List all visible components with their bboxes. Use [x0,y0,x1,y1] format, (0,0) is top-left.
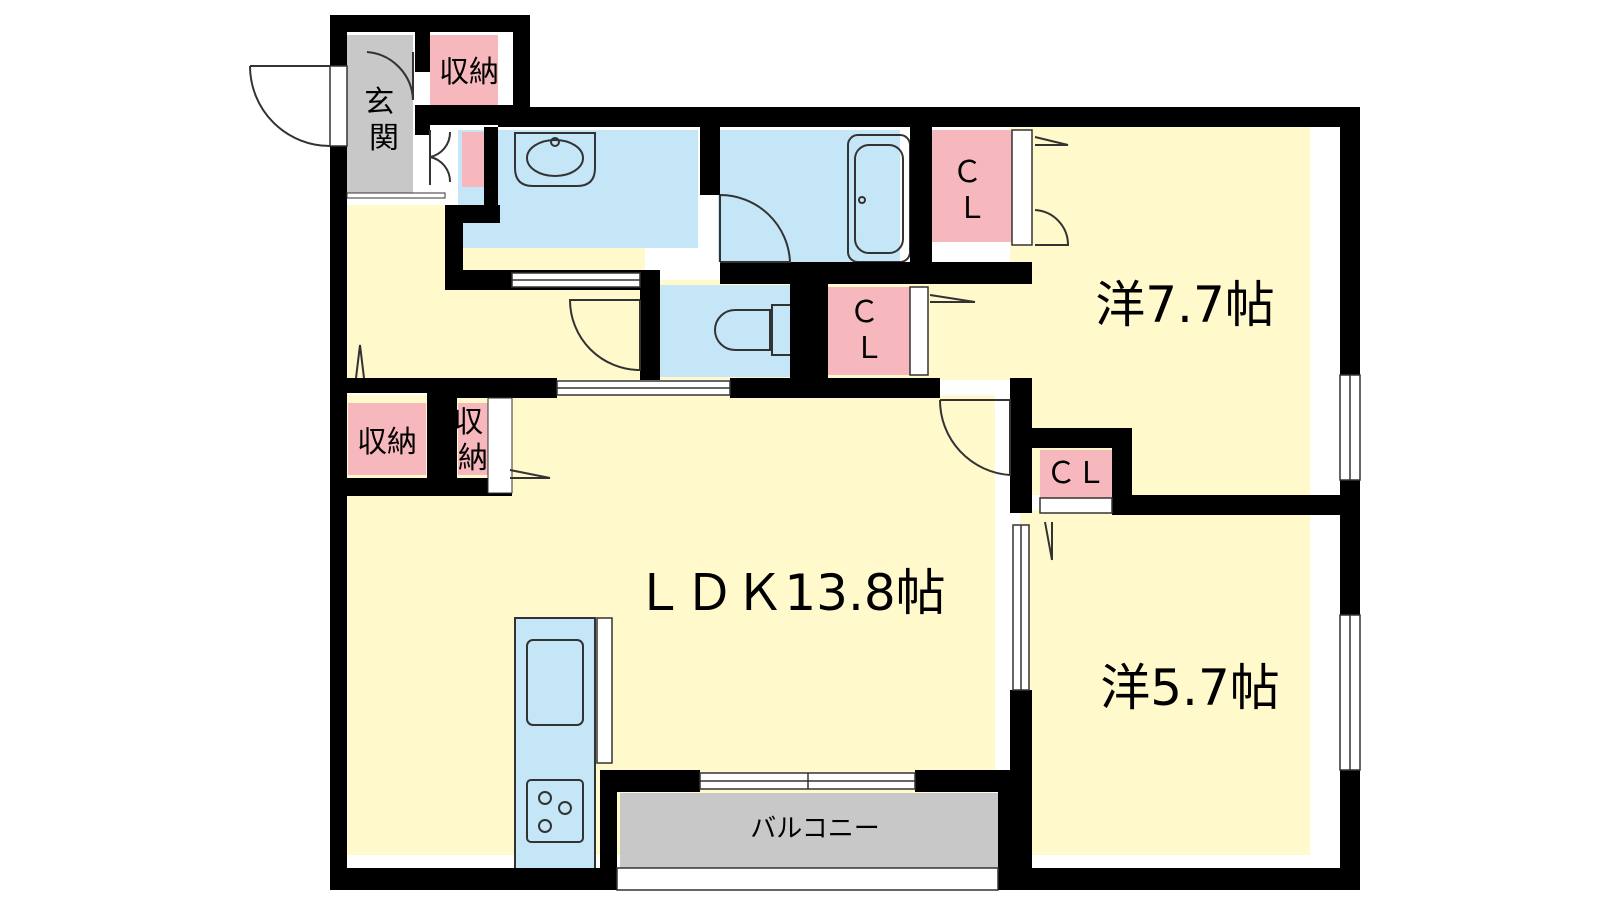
closet-1-line-2: Ｌ [957,191,987,226]
closet-3-label: ＣＬ [1046,456,1106,491]
balcony-floor [620,793,1015,868]
walls [330,15,1360,890]
closet-2-line-1: Ｃ [849,295,879,330]
entrance-storage-label: 収納 [439,55,499,90]
closet-3-floor [1040,450,1112,498]
toilet-icon [714,309,771,351]
closet-1-floor [932,130,1012,242]
closet1-door [1011,129,1033,246]
western-room-1-label: 洋7.7帖 [1095,276,1275,334]
western-room-2-floor [1020,510,1310,855]
hall-storage-2-floor [458,403,488,475]
entrance-label-line-1: 玄 [364,85,394,120]
washbasin-icon [514,132,596,187]
entrance-label: 玄 関 [364,85,404,156]
toilet-floor [655,285,790,377]
toilet-door [568,299,641,372]
hall-storage-1-floor [348,403,426,475]
closet2-door [909,286,929,376]
sink-icon [526,639,584,726]
closet-2-floor [828,287,910,375]
bathroom-door [719,193,792,263]
shoe-box-door [429,130,452,185]
hall-storage-door-swing [509,469,551,479]
closet-2-label: Ｃ Ｌ [849,295,889,366]
hall-storage-2-line-2: 納 [458,441,488,476]
hall-storage-2-label: 収 納 [453,405,493,476]
hall-storage-1-label: 収納 [357,425,417,460]
room1-door [938,399,1011,477]
closet-1-label: Ｃ Ｌ [952,155,992,226]
closet2-door-swing [929,294,976,303]
bathroom-floor [718,130,900,262]
door-swings [249,51,1070,561]
stove-icon [526,779,584,843]
ldk-label: ＬＤＫ13.8帖 [634,564,945,622]
entrance-door-frame [329,65,348,147]
closet3-door-swing [1044,521,1053,561]
closet-2-line-2: Ｌ [854,331,884,366]
entrance-label-line-2: 関 [369,121,399,156]
closet-1-line-1: Ｃ [952,155,982,190]
kitchen-counter [514,617,613,871]
entrance-floor [345,35,413,193]
hall-arrow [355,344,365,379]
openings [329,65,1361,891]
hall-storage-2-line-1: 収 [453,405,483,440]
shoe-storage-floor [462,132,484,187]
entrance-inner-door [366,51,414,101]
labels: 洋7.7帖 洋5.7帖 ＬＤＫ13.8帖 バルコニー 収納 収納 玄 関 収 納… [357,55,1280,844]
balcony-rail [616,867,999,891]
balcony-label: バルコニー [750,814,879,844]
closet1-door-swing [1034,136,1070,246]
entrance-storage-floor [430,35,498,105]
western-room-2-label: 洋5.7帖 [1100,659,1280,717]
front-door-swing [249,65,331,147]
closet3-door [1039,497,1113,514]
